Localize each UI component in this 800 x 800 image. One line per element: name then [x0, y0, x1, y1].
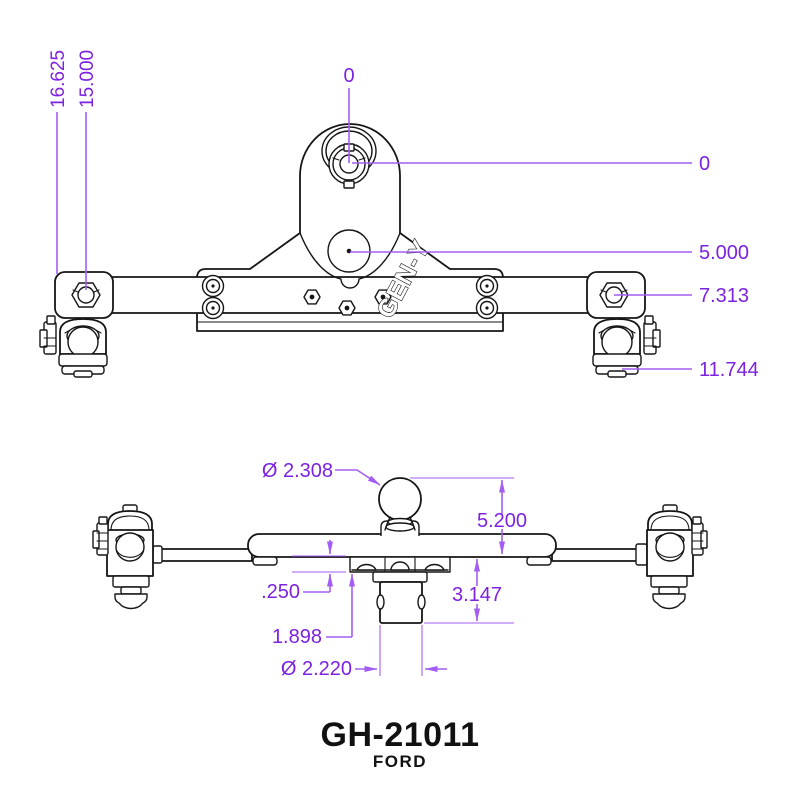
mount-block-and-shank: [349, 556, 451, 624]
dim-label-zero-vertical: 0: [343, 65, 354, 87]
front-view-dimensions: Ø 2.308 5.200 3.147 .250 1.898 Ø 2.220: [261, 460, 527, 680]
dim-label-nut-row-offset: 7.313: [699, 285, 749, 307]
left-bracket: [39, 271, 114, 378]
top-view-dimensions: 16.625 15.000 0 0 5.000 7.313 11.744: [48, 50, 759, 381]
right-clamp: [646, 504, 708, 610]
dim-label-overall-height: 5.200: [477, 510, 527, 532]
dim-label-zero-horizontal: 0: [699, 153, 710, 175]
dim-label-shank-diameter: Ø 2.220: [281, 658, 352, 680]
title-block: GH-21011 FORD: [321, 716, 480, 771]
front-view: Ø 2.308 5.200 3.147 .250 1.898 Ø 2.220: [92, 460, 708, 680]
dim-label-hole-offset: 5.000: [699, 242, 749, 264]
dim-label-shank-length: 3.147: [452, 584, 502, 606]
dim-label-ball-diameter: Ø 2.308: [262, 460, 333, 482]
dim-label-overall-width: 16.625: [48, 50, 69, 108]
plate-bolts: [201, 274, 499, 320]
hitch-ball: [378, 477, 422, 536]
dim-label-nut-offset-width: 15.000: [77, 50, 98, 108]
safety-chain-hole: [327, 229, 371, 273]
dim-label-plate-lip: .250: [261, 581, 300, 603]
right-bracket: [586, 271, 661, 378]
left-clamp: [92, 504, 154, 610]
top-view: GEN-Y 16.625 15.000 0 0 5.000 7.313 11.7…: [39, 50, 759, 381]
dim-label-bracket-bottom: 11.744: [699, 359, 759, 381]
dim-label-pin-offset: 1.898: [272, 626, 322, 648]
vehicle-make: FORD: [373, 752, 427, 771]
part-number: GH-21011: [321, 716, 480, 754]
